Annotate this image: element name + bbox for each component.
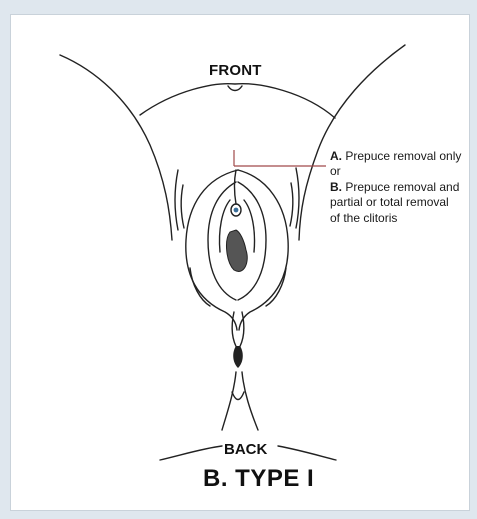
option-b-letter: B. — [330, 180, 342, 194]
annotation-text: A. Prepuce removal only or B. Prepuce re… — [330, 149, 462, 226]
pubic-curve — [140, 84, 335, 118]
option-b-text: Prepuce removal and partial or total rem… — [330, 180, 459, 225]
left-lower-line — [222, 372, 236, 430]
option-b: B. Prepuce removal and partial or total … — [330, 180, 462, 226]
option-a: A. Prepuce removal only or — [330, 149, 462, 180]
figure-title: B. TYPE I — [203, 465, 314, 493]
back-label: BACK — [224, 441, 267, 458]
opening-mark — [227, 230, 248, 271]
left-thigh-outline — [60, 55, 172, 240]
front-label: FRONT — [209, 62, 262, 79]
option-a-text: Prepuce removal only or — [330, 149, 461, 178]
right-lower-line — [242, 372, 258, 430]
pubic-notch — [228, 86, 242, 91]
option-a-letter: A. — [330, 149, 342, 163]
anus-mark — [233, 346, 243, 368]
annotation-leader-line — [234, 150, 326, 166]
